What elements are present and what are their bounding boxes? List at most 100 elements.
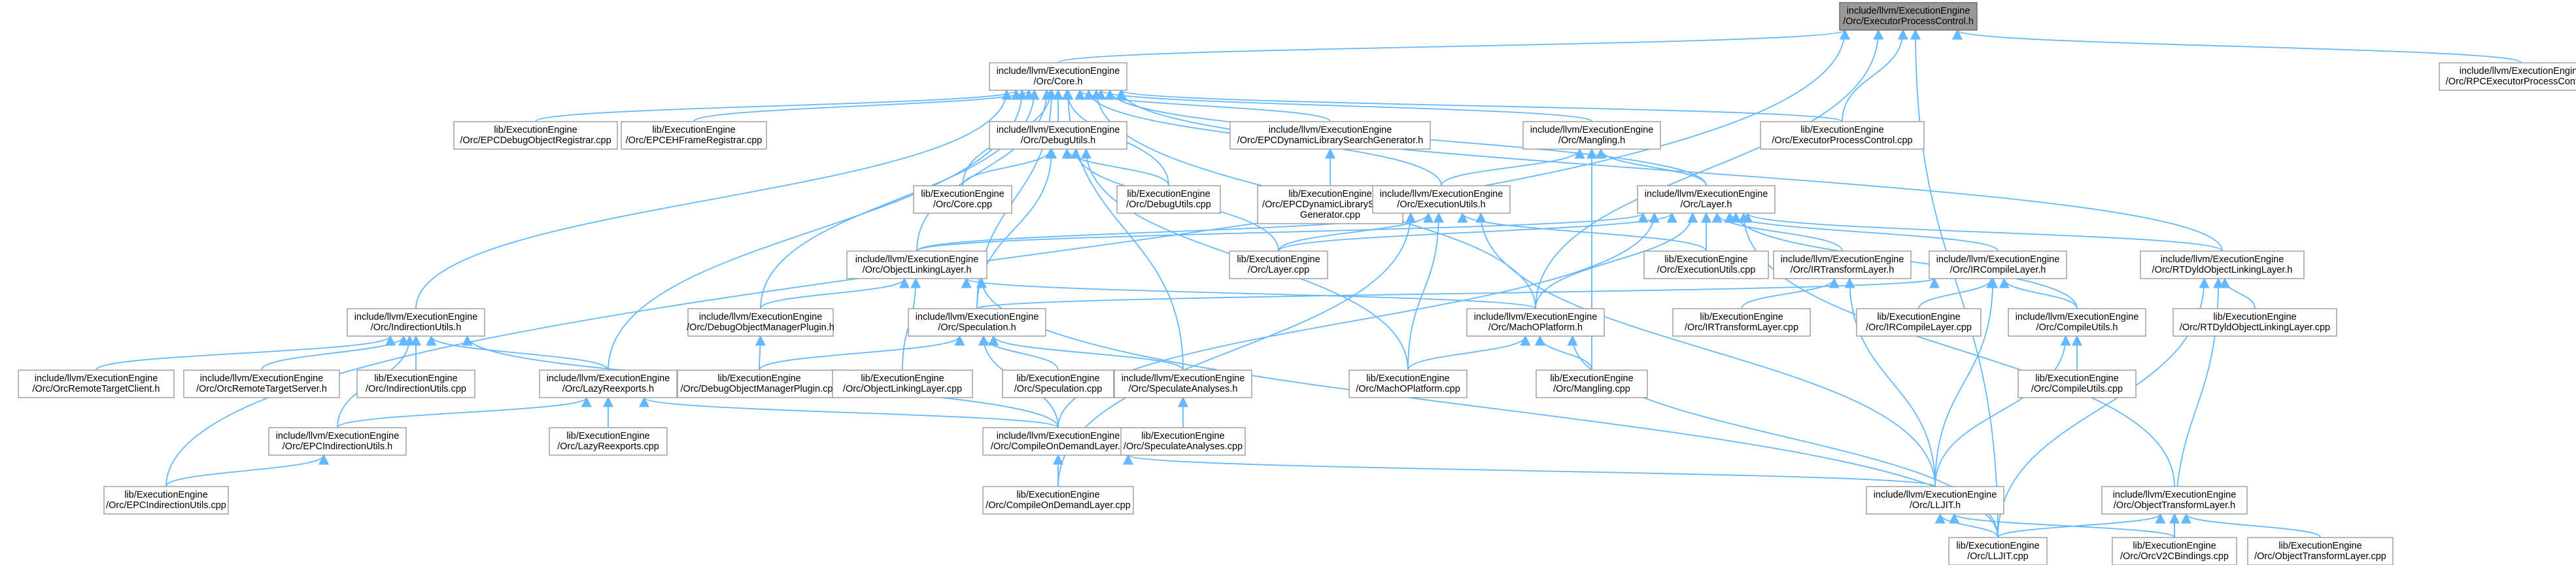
edge-machoplat-h-to-mangling-cpp: [1534, 335, 1592, 371]
node-label-line: lib/ExecutionEngine: [1877, 312, 1960, 322]
node-debugutils-cpp[interactable]: lib/ExecutionEngine/Orc/DebugUtils.cpp: [1116, 185, 1221, 214]
node-remotetarget-server[interactable]: include/llvm/ExecutionEngine/Orc/OrcRemo…: [183, 369, 340, 398]
edge-indirection-h-to-remotetarget-server: [261, 335, 409, 371]
node-orcv2c-cpp[interactable]: lib/ExecutionEngine/Orc/OrcV2CBindings.c…: [2112, 537, 2237, 565]
node-indirection-h[interactable]: include/llvm/ExecutionEngine/Orc/Indirec…: [347, 308, 485, 337]
node-label-line: /Orc/EPCDynamicLibrarySearch: [1262, 199, 1398, 210]
node-mangling-cpp[interactable]: lib/ExecutionEngine/Orc/Mangling.cpp: [1536, 369, 1648, 398]
node-objtransform-cpp[interactable]: lib/ExecutionEngine/Orc/ObjectTransformL…: [2247, 537, 2394, 565]
node-layer-h[interactable]: include/llvm/ExecutionEngine/Orc/Layer.h: [1637, 185, 1776, 214]
node-core-cpp[interactable]: lib/ExecutionEngine/Orc/Core.cpp: [913, 185, 1012, 214]
node-epcdynlib-h[interactable]: include/llvm/ExecutionEngine/Orc/EPCDyna…: [1229, 121, 1431, 150]
edge-lljit-h-to-orcv2c-cpp: [1949, 513, 2175, 538]
node-label-line: include/llvm/ExecutionEngine: [547, 373, 670, 384]
node-label-line: /Orc/MachOPlatform.h: [1488, 322, 1583, 333]
node-mangling-h[interactable]: include/llvm/ExecutionEngine/Orc/Manglin…: [1522, 121, 1661, 150]
node-box: [982, 486, 1134, 515]
edge-ircompile-h-to-ircompile-cpp: [1918, 277, 1997, 309]
node-label-line: lib/ExecutionEngine: [861, 373, 944, 384]
edge-ircompile-h-to-compileutils-h: [1999, 277, 2078, 309]
node-root[interactable]: include/llvm/ExecutionEngine/Orc/Executo…: [1839, 2, 1978, 31]
node-label-line: lib/ExecutionEngine: [2278, 541, 2361, 551]
node-epcindirection-h[interactable]: include/llvm/ExecutionEngine/Orc/EPCIndi…: [268, 427, 407, 456]
node-label-line: /Orc/ExecutionUtils.h: [1397, 199, 1485, 210]
edge-executils-h-to-lljit-h: [1475, 212, 1936, 487]
node-label-line: include/llvm/ExecutionEngine: [997, 66, 1120, 77]
node-objlinklayer-cpp[interactable]: lib/ExecutionEngine/Orc/ObjectLinkingLay…: [832, 369, 973, 398]
node-label-line: /Orc/LLJIT.h: [1910, 500, 1961, 511]
edge-mangling-h-to-layer-h: [1595, 148, 1707, 186]
node-machoplat-h[interactable]: include/llvm/ExecutionEngine/Orc/MachOPl…: [1466, 308, 1605, 337]
node-irtransform-cpp[interactable]: lib/ExecutionEngine/Orc/IRTransformLayer…: [1672, 308, 1811, 337]
node-box: [1116, 185, 1221, 214]
node-ircompile-cpp[interactable]: lib/ExecutionEngine/Orc/IRCompileLayer.c…: [1856, 308, 1982, 337]
node-box: [103, 486, 229, 515]
edge-irtransform-h-to-irtransform-cpp: [1741, 277, 1840, 309]
node-objlinklayer-h[interactable]: include/llvm/ExecutionEngine/Orc/ObjectL…: [846, 250, 987, 279]
node-lazyreexports-h[interactable]: include/llvm/ExecutionEngine/Orc/LazyRee…: [539, 369, 678, 398]
node-rpcepc-h[interactable]: include/llvm/ExecutionEngine/Orc/RPCExec…: [2439, 62, 2576, 91]
edge-machoplat-h-to-machoplat-cpp: [1407, 335, 1531, 371]
node-label-line: /Orc/IRTransformLayer.cpp: [1685, 322, 1798, 333]
edge-executils-h-to-executils-cpp: [1457, 212, 1707, 252]
node-debugobjmgr-h[interactable]: include/llvm/ExecutionEngine/Orc/DebugOb…: [687, 308, 834, 337]
node-box: [1348, 369, 1468, 398]
node-lljit-h[interactable]: include/llvm/ExecutionEngine/Orc/LLJIT.h: [1866, 486, 2004, 515]
node-label-line: /Orc/DebugUtils.cpp: [1126, 199, 1211, 210]
node-label-line: /Orc/RTDyldObjectLinkingLayer.h: [2152, 265, 2293, 275]
node-speculation-cpp[interactable]: lib/ExecutionEngine/Orc/Speculation.cpp: [1002, 369, 1114, 398]
node-box: [621, 121, 767, 150]
node-compileutils-h[interactable]: include/llvm/ExecutionEngine/Orc/Compile…: [2008, 308, 2146, 337]
node-box: [1839, 2, 1978, 31]
node-debugobjmgr-cpp[interactable]: lib/ExecutionEngine/Orc/DebugObjectManag…: [677, 369, 842, 398]
node-label-line: Generator.cpp: [1300, 210, 1360, 220]
node-compileondemand-cpp[interactable]: lib/ExecutionEngine/Orc/CompileOnDemandL…: [982, 486, 1134, 515]
node-epcdebugreg-cpp[interactable]: lib/ExecutionEngine/Orc/EPCDebugObjectRe…: [453, 121, 618, 150]
node-executils-h[interactable]: include/llvm/ExecutionEngine/Orc/Executi…: [1372, 185, 1511, 214]
node-box: [1229, 121, 1431, 150]
node-label-line: include/llvm/ExecutionEngine: [916, 312, 1039, 322]
node-box: [1643, 250, 1769, 279]
node-machoplat-cpp[interactable]: lib/ExecutionEngine/Orc/MachOPlatform.cp…: [1348, 369, 1468, 398]
node-epcindirection-cpp[interactable]: lib/ExecutionEngine/Orc/EPCIndirectionUt…: [103, 486, 229, 515]
node-speculation-h[interactable]: include/llvm/ExecutionEngine/Orc/Specula…: [908, 308, 1046, 337]
node-executils-cpp[interactable]: lib/ExecutionEngine/Orc/ExecutionUtils.c…: [1643, 250, 1769, 279]
node-indirection-cpp[interactable]: lib/ExecutionEngine/Orc/IndirectionUtils…: [356, 369, 475, 398]
edge-speculation-h-to-speculation-cpp: [978, 335, 1059, 371]
edge-speculation-h-to-debugobjmgr-cpp: [759, 335, 965, 371]
node-remotetarget-client[interactable]: include/llvm/ExecutionEngine/Orc/OrcRemo…: [18, 369, 175, 398]
node-layer-cpp[interactable]: lib/ExecutionEngine/Orc/Layer.cpp: [1229, 250, 1328, 279]
node-label-line: include/llvm/ExecutionEngine: [1530, 125, 1654, 135]
node-debugutils-h[interactable]: include/llvm/ExecutionEngine/Orc/DebugUt…: [989, 121, 1127, 150]
node-specanalyses-cpp[interactable]: lib/ExecutionEngine/Orc/SpeculateAnalyse…: [1120, 427, 1246, 456]
node-epc-cpp[interactable]: lib/ExecutionEngine/Orc/ExecutorProcessC…: [1760, 121, 1925, 150]
node-epcehframe-cpp[interactable]: lib/ExecutionEngine/Orc/EPCEHFrameRegist…: [621, 121, 767, 150]
node-compileondemand-h[interactable]: include/llvm/ExecutionEngine/Orc/Compile…: [982, 427, 1134, 456]
node-box: [539, 369, 678, 398]
node-label-line: lib/ExecutionEngine: [566, 431, 649, 441]
edge-objlinklayer-h-to-debugobjmgr-h: [760, 277, 910, 309]
edge-layer-h-to-objlinklayer-h: [916, 212, 1648, 252]
node-lljit-cpp[interactable]: lib/ExecutionEngine/Orc/LLJIT.cpp: [1948, 537, 2048, 565]
node-objtransform-h[interactable]: include/llvm/ExecutionEngine/Orc/ObjectT…: [2101, 486, 2248, 515]
node-core-h[interactable]: include/llvm/ExecutionEngine/Orc/Core.h: [989, 62, 1127, 91]
node-label-line: lib/ExecutionEngine: [1800, 125, 1883, 135]
node-box: [2140, 250, 2305, 279]
node-box: [846, 250, 987, 279]
node-label-line: /Orc/CompileUtils.cpp: [2031, 384, 2123, 394]
edge-ircompile-h-to-lljit-h: [1934, 277, 1999, 487]
node-rtdyld-cpp[interactable]: lib/ExecutionEngine/Orc/RTDyldObjectLink…: [2172, 308, 2337, 337]
node-lazyreexports-cpp[interactable]: lib/ExecutionEngine/Orc/LazyReexports.cp…: [549, 427, 668, 456]
edge-layer-h-to-rtdyld-h: [1742, 212, 2223, 252]
node-label-line: include/llvm/ExecutionEngine: [1474, 312, 1598, 322]
node-box: [2247, 537, 2394, 565]
node-box: [832, 369, 973, 398]
node-specanalyses-h[interactable]: include/llvm/ExecutionEngine/Orc/Specula…: [1114, 369, 1252, 398]
node-label-line: /Orc/ObjectLinkingLayer.cpp: [843, 384, 962, 394]
node-rtdyld-h[interactable]: include/llvm/ExecutionEngine/Orc/RTDyldO…: [2140, 250, 2305, 279]
node-label-line: /Orc/EPCDebugObjectRegistrar.cpp: [460, 135, 611, 146]
node-irtransform-h[interactable]: include/llvm/ExecutionEngine/Orc/IRTrans…: [1773, 250, 1912, 279]
node-ircompile-h[interactable]: include/llvm/ExecutionEngine/Orc/IRCompi…: [1929, 250, 2067, 279]
node-compileutils-cpp[interactable]: lib/ExecutionEngine/Orc/CompileUtils.cpp: [2018, 369, 2137, 398]
node-label-line: /Orc/ObjectTransformLayer.h: [2114, 500, 2235, 511]
